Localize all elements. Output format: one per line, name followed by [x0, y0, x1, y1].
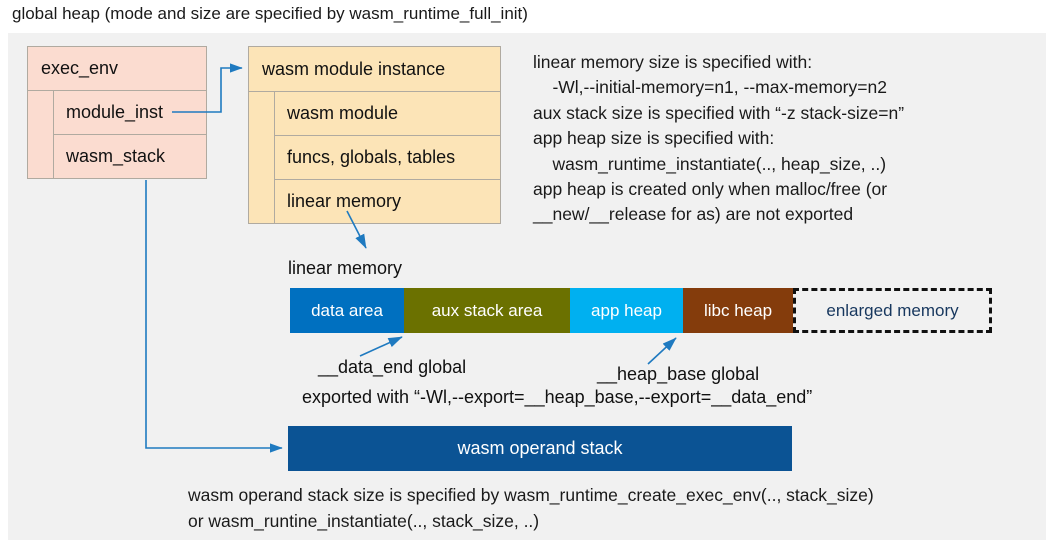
heap-base-global-label: __heap_base global	[597, 364, 760, 384]
memory-segment-aux-stack-area: aux stack area	[404, 288, 570, 333]
wasm-module-instance-header: wasm module instance	[248, 46, 501, 92]
data-end-global-label: __data_end global	[318, 357, 467, 377]
module-instance-field-funcs-globals-tables: funcs, globals, tables	[274, 135, 501, 180]
exec-env-gutter	[27, 90, 54, 179]
exported-with-label: exported with “-Wl,--export=__heap_base,…	[302, 387, 813, 407]
memory-segment-libc-heap: libc heap	[683, 288, 793, 333]
exec-env-field-wasm-stack: wasm_stack	[53, 134, 207, 179]
memory-segment-app-heap: app heap	[570, 288, 683, 333]
wasm-module-instance-box: wasm module instance wasm module funcs, …	[248, 46, 501, 224]
module-instance-field-linear-memory: linear memory	[274, 179, 501, 224]
memory-segment-enlarged-memory: enlarged memory	[793, 288, 992, 333]
module-instance-field-wasm-module: wasm module	[274, 91, 501, 136]
operand-stack-notes: wasm operand stack size is specified by …	[188, 485, 874, 531]
exec-env-field-module-inst: module_inst	[53, 90, 207, 135]
memory-configuration-notes: linear memory size is specified with: -W…	[533, 52, 905, 225]
wasm-operand-stack-bar: wasm operand stack	[288, 426, 792, 471]
memory-segment-data-area: data area	[290, 288, 404, 333]
wasm-module-instance-gutter	[248, 91, 275, 224]
linear-memory-bar-caption: linear memory	[288, 258, 403, 278]
exec-env-header: exec_env	[27, 46, 207, 91]
exec-env-box: exec_env module_inst wasm_stack	[27, 46, 207, 179]
page-title: global heap (mode and size are specified…	[12, 4, 528, 23]
